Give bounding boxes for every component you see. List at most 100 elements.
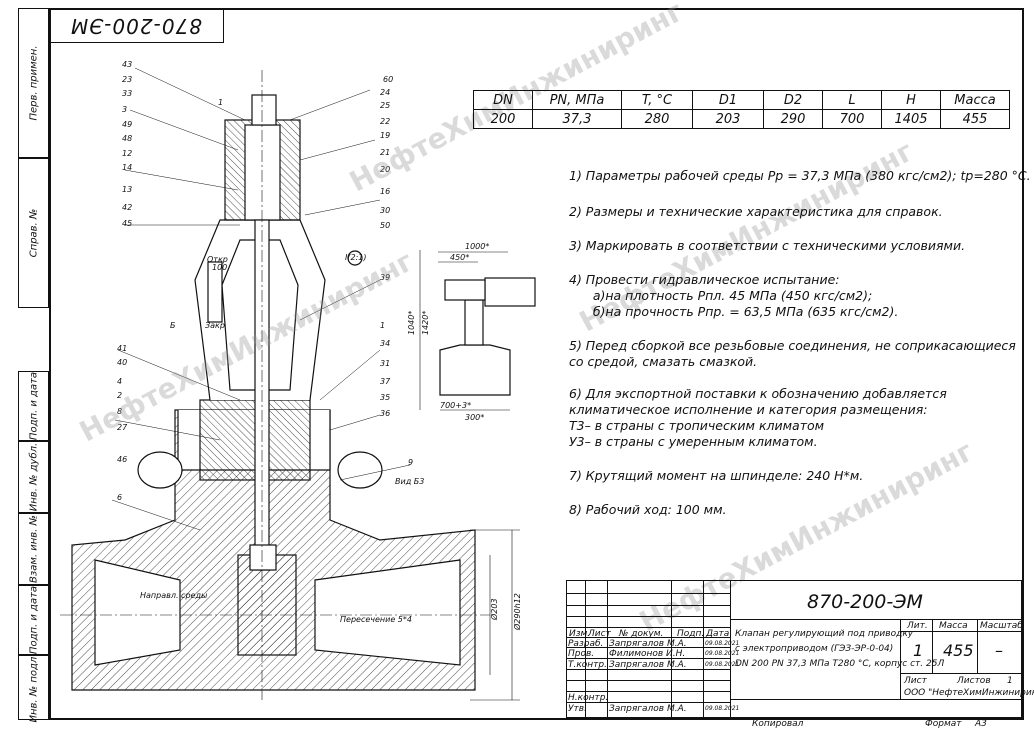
callout-left: 12	[122, 149, 132, 158]
tb-lit-label: Лит.	[907, 621, 928, 631]
tb-name-line: с электроприводом (ГЭЗ-ЭР-0-04)	[735, 644, 894, 654]
format-label: Формат	[925, 719, 962, 729]
side-cell: Инв. № подл.	[18, 653, 49, 722]
callout-right: 19	[380, 131, 390, 140]
params-header-row: DN PN, МПа T, °C D1 D2 L H Масса	[473, 90, 1010, 110]
note-item: 7) Крутящий момент на шпинделе: 240 Н*м.	[569, 468, 864, 483]
params-table: DN PN, МПа T, °C D1 D2 L H Масса 200 37,…	[473, 90, 1010, 129]
callout-left: 14	[122, 163, 132, 172]
params-header-cell: L	[822, 90, 882, 110]
dim-300: 300*	[465, 413, 484, 422]
callout-left: 6	[117, 493, 122, 502]
tb-header-date: Дата	[706, 629, 730, 639]
open-label: Откр	[207, 255, 228, 264]
callout-left: 33	[122, 89, 132, 98]
params-value-row: 200 37,3 280 203 290 700 1405 455	[473, 109, 1010, 129]
callout-left: 40	[117, 358, 127, 367]
tb-date: 09.08.2021	[705, 640, 740, 647]
body-flow-left	[94, 559, 181, 666]
rebar-label: Пересечение 5*4	[340, 615, 412, 624]
note-item: 5) Перед сборкой все резьбовые соединени…	[569, 338, 1016, 369]
callout-left: 8	[117, 407, 122, 416]
top-stamp: 870-200-ЭМ	[49, 8, 224, 43]
tb-date: 09.08.2021	[705, 650, 740, 657]
tb-name-line: DN 200 PN 37,3 МПа Т280 °С, корпус ст. 2…	[735, 659, 945, 669]
tb-company: ООО "НефтеХимИнжиниринг"	[904, 688, 1034, 698]
side-cell: Инв. № дубл.	[18, 441, 49, 513]
dim-1420: 1420*	[421, 311, 430, 335]
params-header-cell: DN	[473, 90, 533, 110]
stem-top	[251, 94, 277, 126]
plug	[249, 544, 277, 571]
tb-header-izm: Изм.	[569, 629, 591, 639]
technical-notes: 1) Параметры рабочей среды Рр = 37,3 МПа…	[569, 168, 1031, 518]
callout-left: 4	[117, 377, 122, 386]
callout-left: 2	[117, 391, 122, 400]
params-header-cell: D1	[692, 90, 764, 110]
params-value-cell: 455	[940, 109, 1010, 129]
tb-header-sign: Подп.	[677, 629, 705, 639]
tb-role: Т.контр.	[568, 660, 608, 670]
tb-scale-label: Масштаб	[980, 621, 1023, 631]
callout-right: 35	[380, 393, 390, 402]
callout-right: 37	[380, 377, 391, 386]
note-item: 8) Рабочий ход: 100 мм.	[569, 502, 727, 517]
section-mark-1: 1	[218, 98, 223, 107]
callout-left: 3	[122, 105, 127, 114]
boss-left	[137, 451, 183, 489]
tb-role: Н.контр.	[568, 693, 609, 703]
tb-role: Разраб.	[568, 639, 604, 649]
callout-right: 36	[380, 409, 390, 418]
side-cell: Перв. примен.	[18, 8, 49, 158]
dim-d290: Ø290h12	[512, 593, 522, 631]
title-block: 870-200-ЭМ Изм. Лист № докум. Подп. Дата…	[566, 580, 1034, 718]
detail-circle	[347, 250, 363, 266]
callout-left: 13	[122, 185, 132, 194]
body-flow-right	[314, 559, 461, 666]
doc-code: 870-200-ЭМ	[807, 591, 923, 613]
overview-motor	[484, 277, 536, 307]
callout-right: 9	[408, 458, 413, 467]
detail-label: I(2:1)	[345, 253, 366, 262]
tb-person: Запрягалов М.А.	[609, 704, 687, 714]
overview-handwheel	[444, 279, 486, 301]
tb-mass-label: Масса	[939, 621, 968, 631]
tb-sheets-label: Листов	[957, 676, 991, 686]
callout-left: 42	[122, 203, 132, 212]
params-value-cell: 203	[692, 109, 764, 129]
params-header-cell: D2	[763, 90, 823, 110]
callout-right: 50	[380, 221, 390, 230]
params-value-cell: 37,3	[532, 109, 622, 129]
callout-left: 23	[122, 75, 132, 84]
note-item: 2) Размеры и технические характеристика …	[569, 204, 943, 219]
cage	[237, 554, 297, 656]
callout-right: 22	[380, 117, 390, 126]
params-value-cell: 280	[621, 109, 693, 129]
closed-label: Закр	[205, 321, 225, 330]
callout-left: 43	[122, 60, 132, 69]
callout-right: 25	[380, 101, 390, 110]
tb-header-list: Лист	[588, 629, 611, 639]
tb-role: Пров.	[568, 649, 595, 659]
callout-left: 27	[117, 423, 128, 432]
boss-right	[337, 451, 383, 489]
dim-1000: 1000*	[465, 242, 489, 251]
params-header-cell: Масса	[940, 90, 1010, 110]
callout-left: 41	[117, 344, 127, 353]
callout-right: 21	[380, 148, 390, 157]
callout-right: 30	[380, 206, 390, 215]
tb-date: 09.08.2021	[705, 705, 740, 712]
tb-sheets-value: 1	[1007, 676, 1013, 686]
side-cell: Справ. №	[18, 158, 49, 308]
tb-sheet-label: Лист	[904, 676, 927, 686]
flow-label: Направл. среды	[140, 591, 207, 600]
note-item: 6) Для экспортной поставки к обозначению…	[569, 386, 947, 449]
tb-scale-value: –	[995, 641, 1003, 660]
callout-right: 24	[380, 88, 390, 97]
tb-person: Запрягалов М.А.	[609, 660, 687, 670]
side-strip: Перв. примен. Справ. № Подп. и дата Инв.…	[18, 8, 49, 722]
tb-role: Утв.	[568, 704, 587, 714]
format-value: А3	[975, 719, 987, 729]
note-item: 1) Параметры рабочей среды Рр = 37,3 МПа…	[569, 168, 1031, 183]
